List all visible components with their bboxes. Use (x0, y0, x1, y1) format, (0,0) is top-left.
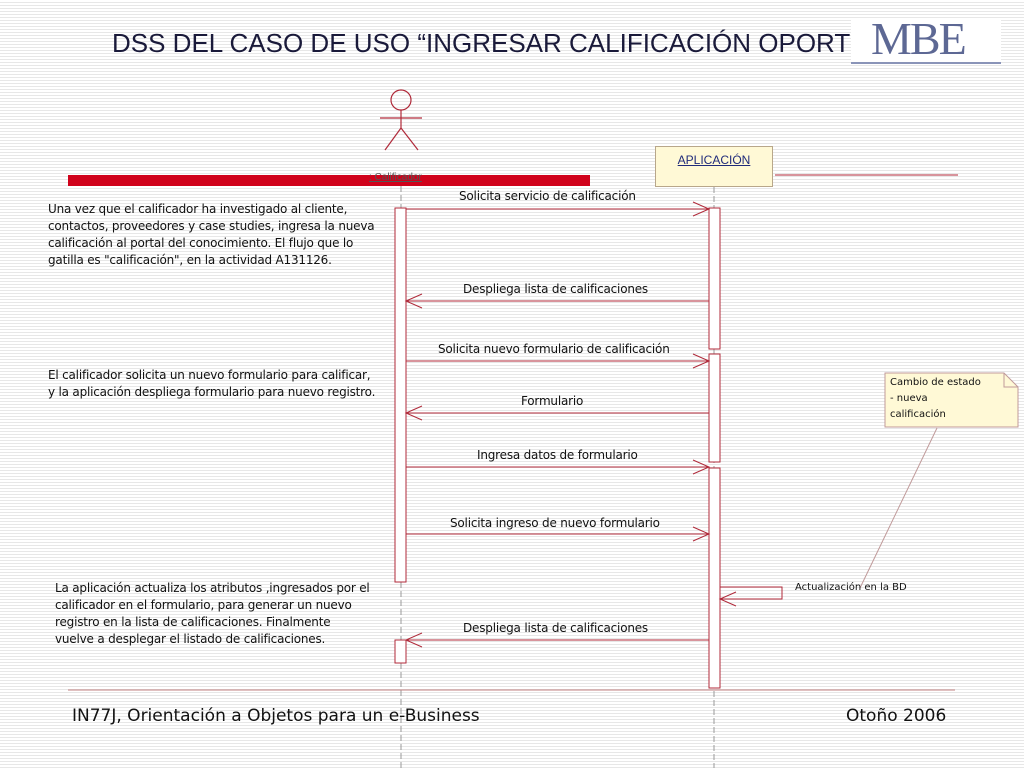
note-line: Cambio de estado (890, 377, 981, 388)
note-line: vuelve a desplegar el listado de calific… (55, 632, 326, 646)
arrowhead-6 (692, 526, 711, 542)
system-activation-1 (708, 207, 721, 350)
message-label-8: Despliega lista de calificaciones (463, 621, 648, 635)
arrowhead-5 (692, 459, 711, 475)
note-line: calificador en el formulario, para gener… (55, 598, 352, 612)
arrowhead-2 (404, 293, 423, 309)
note-line: calificación al portal del conocimiento.… (48, 236, 354, 250)
arrowhead-7 (718, 591, 737, 607)
self-message-arrow (720, 586, 783, 600)
actor-activation-2 (394, 639, 407, 664)
message-label-5: Ingresa datos de formulario (477, 448, 638, 462)
note-line: registro en la lista de calificaciones. … (55, 615, 331, 629)
note-line: Una vez que el calificador ha investigad… (48, 202, 348, 216)
arrowhead-1 (692, 201, 711, 217)
system-label: APLICACIÓN (677, 153, 751, 167)
footer-term: Otoño 2006 (846, 706, 947, 726)
note-form-request: El calificador solicita un nuevo formula… (48, 367, 375, 401)
system-object-box: APLICACIÓN (655, 146, 773, 187)
note-line: - nueva (890, 393, 928, 404)
system-activation-2 (708, 353, 721, 463)
note-connector (859, 427, 938, 589)
actor-lifeline-header-bar (68, 175, 590, 186)
state-change-note: Cambio de estado - nueva calificación (890, 375, 981, 423)
message-label-4: Formulario (521, 394, 584, 408)
note-line: gatilla es "calificación", en la activid… (48, 253, 332, 267)
message-label-7: Actualización en la BD (795, 582, 907, 593)
arrowhead-3 (692, 353, 711, 369)
note-intro: Una vez que el calificador ha investigad… (48, 201, 375, 269)
mbe-logo: MBE (851, 13, 1001, 64)
state-note-shape (884, 372, 1019, 428)
note-line: La aplicación actualiza los atributos ,i… (55, 581, 370, 595)
message-label-2: Despliega lista de calificaciones (463, 282, 648, 296)
footer-course: IN77J, Orientación a Objetos para un e-B… (72, 706, 480, 726)
message-label-6: Solicita ingreso de nuevo formulario (450, 516, 660, 530)
note-update: La aplicación actualiza los atributos ,i… (55, 580, 370, 648)
page-title: DSS DEL CASO DE USO “INGRESAR CALIFICACI… (112, 28, 959, 58)
arrowhead-4 (404, 405, 423, 421)
actor-label: : Calificador (369, 172, 422, 183)
note-line: El calificador solicita un nuevo formula… (48, 368, 371, 382)
note-line: contactos, proveedores y case studies, i… (48, 219, 375, 233)
message-label-1: Solicita servicio de calificación (459, 189, 636, 203)
actor-icon (380, 89, 422, 151)
note-line: y la aplicación despliega formulario par… (48, 385, 376, 399)
message-label-3: Solicita nuevo formulario de calificació… (438, 342, 670, 356)
system-activation-3 (708, 467, 721, 689)
note-line: calificación (890, 409, 946, 420)
actor-activation-1 (394, 207, 407, 583)
arrowhead-8 (404, 632, 423, 648)
logo-text: MBE (871, 13, 967, 64)
